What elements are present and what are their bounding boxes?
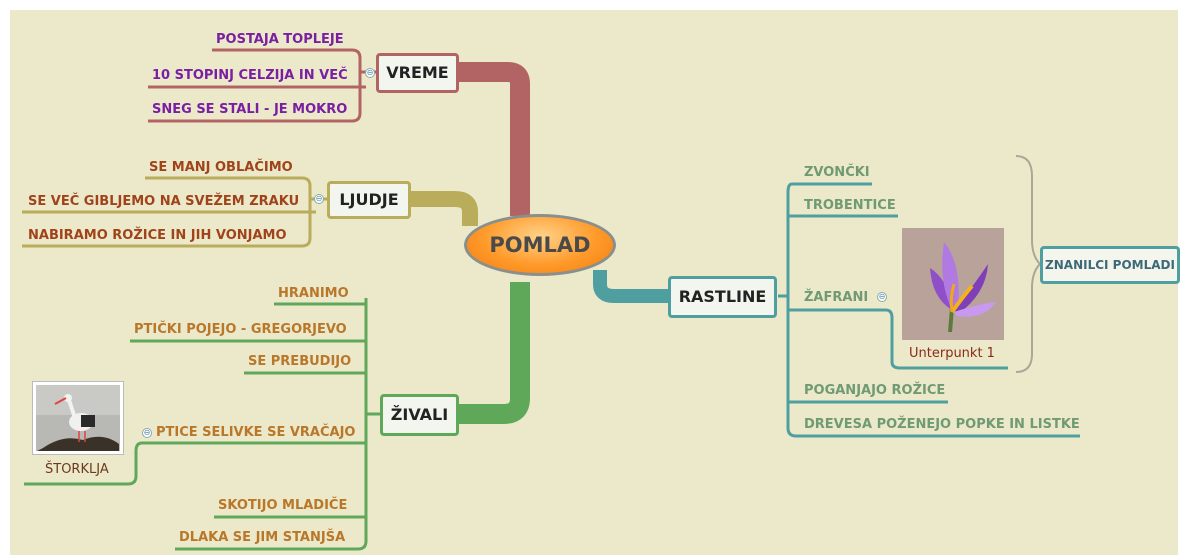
ljudje-item-3[interactable]: NABIRAMO ROŽICE IN JIH VONJAMO [28, 228, 287, 243]
topic-vreme[interactable]: VREME [376, 53, 459, 93]
ljudje-item-1[interactable]: SE MANJ OBLAČIMO [149, 160, 293, 175]
vreme-item-2[interactable]: 10 STOPINJ CELZIJA IN VEČ [152, 68, 348, 83]
summary-bracket [1015, 155, 1042, 373]
branch-zivali-connector [458, 282, 530, 424]
zivali-item-6[interactable]: DLAKA SE JIM STANJŠA [179, 530, 346, 545]
vreme-item-1[interactable]: POSTAJA TOPLEJE [216, 32, 344, 47]
zivali-item-2[interactable]: PTIČKI POJEJO - GREGORJEVO [134, 322, 347, 337]
central-topic[interactable]: POMLAD [464, 214, 616, 276]
zivali-item-5[interactable]: SKOTIJO MLADIČE [218, 498, 348, 513]
stork-image-frame [32, 381, 124, 455]
rastline-item-1[interactable]: ZVONČKI [804, 165, 870, 180]
collapse-ptice-icon[interactable]: ⊖ [142, 428, 152, 438]
collapse-zafrani-icon[interactable]: ⊖ [877, 292, 887, 302]
rastline-item-4[interactable]: POGANJAJO ROŽICE [804, 383, 946, 398]
branch-ljudje-connector [410, 191, 478, 226]
crocus-caption: Unterpunkt 1 [909, 346, 995, 361]
collapse-ljudje-icon[interactable]: ⊖ [314, 194, 324, 204]
crocus-flower-icon [902, 228, 1004, 340]
topic-zivali[interactable]: ŽIVALI [380, 394, 459, 436]
zivali-sublines [24, 298, 380, 551]
collapse-vreme-icon[interactable]: ⊖ [365, 68, 375, 78]
rastline-item-2[interactable]: TROBENTICE [804, 198, 896, 213]
stork-icon [36, 385, 120, 451]
zivali-item-3[interactable]: SE PREBUDIJO [248, 354, 352, 369]
zivali-item-1[interactable]: HRANIMO [278, 286, 349, 301]
rastline-item-5[interactable]: DREVESA POŽENEJO POPKE IN LISTKE [804, 417, 1080, 432]
topic-rastline[interactable]: RASTLINE [668, 276, 777, 318]
topic-ljudje[interactable]: LJUDJE [327, 181, 411, 219]
summary-topic[interactable]: ZNANILCI POMLADI [1040, 246, 1180, 284]
zivali-item-4[interactable]: PTICE SELIVKE SE VRAČAJO [156, 425, 356, 440]
crocus-image-frame [902, 228, 1004, 340]
rastline-sublines [778, 182, 1080, 438]
rastline-item-3[interactable]: ŽAFRANI [804, 290, 869, 305]
ljudje-item-2[interactable]: SE VEČ GIBLJEMO NA SVEŽEM ZRAKU [28, 194, 300, 209]
branch-rastline-connector [593, 270, 668, 303]
stork-caption: ŠTORKLJA [45, 462, 109, 477]
vreme-item-3[interactable]: SNEG SE STALI - JE MOKRO [152, 102, 348, 117]
